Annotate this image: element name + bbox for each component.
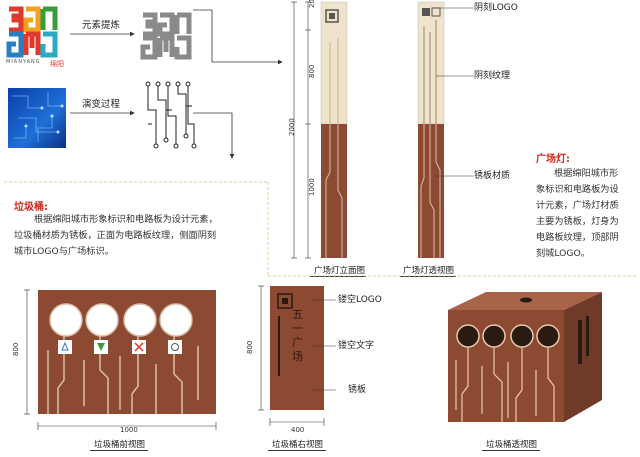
step-extract-label: 元素提炼 — [82, 20, 121, 31]
bin-side-drawing — [270, 286, 324, 410]
lamp-logo-icon — [325, 9, 339, 23]
lamp-elevation-drawing — [320, 1, 348, 258]
lamp-dim-800: 800 — [308, 64, 316, 78]
extracted-element-icon — [140, 12, 192, 60]
lamp-dim-200: 200 — [308, 0, 316, 8]
bin-front-height: 800 — [12, 342, 20, 356]
bin-perspective-drawing — [448, 292, 602, 422]
lamp-elevation-caption: 广场灯立面图 — [314, 266, 366, 276]
lamp-callout-material: 锈板材质 — [474, 171, 511, 181]
bin-front-caption: 垃圾桶前视图 — [94, 440, 146, 450]
lamp-title: 广场灯: — [536, 154, 570, 165]
step-evolve-label: 演变过程 — [82, 99, 121, 110]
logo-sub-text: 绵阳 — [50, 60, 64, 68]
bin-logo-icon — [277, 293, 293, 309]
lamp-dim-line — [305, 1, 311, 259]
bin-front-width: 1000 — [120, 426, 138, 434]
recycle-sign-icons — [58, 340, 182, 354]
lamp-total-dim-line — [291, 1, 297, 259]
bin-callout-text: 镂空文字 — [338, 341, 375, 351]
lamp-callout-lines — [436, 7, 474, 177]
circuit-pattern-icon — [12, 92, 64, 142]
logo-mark-icon — [6, 6, 68, 58]
bin-side-caption: 垃圾桶右视图 — [272, 440, 324, 450]
lamp-description: 根据绵阳城市形 象标识和电路板为设 计元素，广场灯材质 主要为锈板，灯身为 电路… — [536, 168, 619, 259]
bin-side-callout-lines — [312, 299, 336, 391]
section-separator — [4, 181, 636, 277]
bin-front-height-dim — [24, 289, 30, 415]
bin-callout-plate: 锈板 — [348, 385, 367, 395]
mianyang-logo: MIANYANG 绵阳 — [6, 6, 68, 74]
bin-perspective-caption: 垃圾桶透视图 — [486, 440, 538, 450]
bin-title: 垃圾桶: — [14, 202, 48, 213]
bin-side-height: 800 — [246, 340, 254, 354]
evolved-circuit-icon — [145, 81, 197, 149]
bin-side-width: 400 — [291, 426, 305, 434]
bin-description: 根据绵阳城市形象标识和电路板为设计元素， 垃圾桶材质为锈板，正面为电路板纹理，侧… — [14, 214, 218, 257]
bin-front-width-dim — [37, 422, 217, 430]
lamp-callout-texture: 阴刻纹理 — [474, 71, 511, 81]
bin-side-text: 五一广场 — [292, 308, 303, 363]
lamp-perspective-caption: 广场灯透视图 — [403, 266, 455, 276]
logo-brand-text: MIANYANG — [6, 59, 41, 65]
circuit-board-image — [8, 88, 66, 148]
bin-callout-logo: 镂空LOGO — [338, 295, 382, 305]
bin-side-width-dim — [269, 418, 325, 426]
bin-front-drawing — [38, 290, 216, 414]
bin-side-height-dim — [258, 285, 264, 411]
lamp-perspective-drawing — [417, 1, 445, 258]
lamp-callout-logo: 阴刻LOGO — [474, 3, 518, 13]
